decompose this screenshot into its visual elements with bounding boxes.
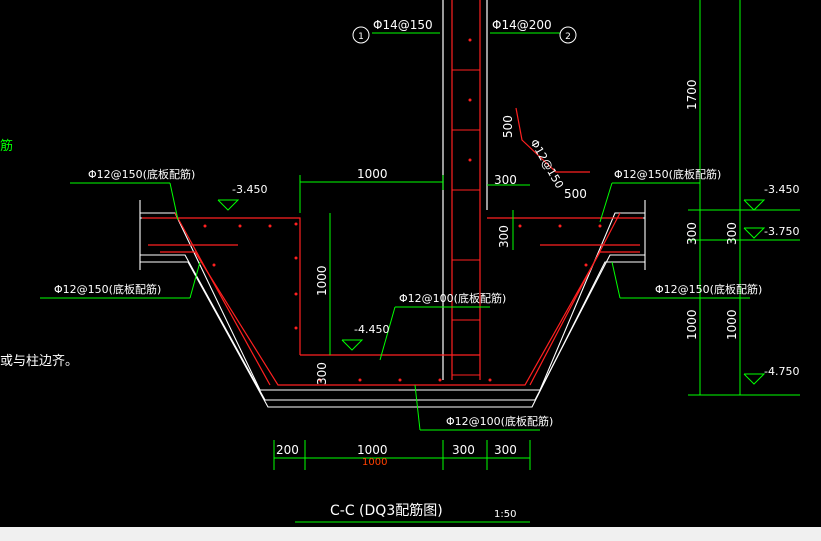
dim-200: 200 bbox=[276, 443, 299, 457]
bar-label-1: Φ14@150 bbox=[373, 18, 433, 32]
bar-label-bottom-right-top: Φ12@150(底板配筋) bbox=[614, 167, 721, 181]
dim-300-b1: 300 bbox=[452, 443, 475, 457]
rebar-dots bbox=[203, 38, 602, 382]
labels: 1 2 Φ14@150 Φ14@200 Φ12@150(底板配筋) Φ12@15… bbox=[0, 18, 799, 520]
dimension-lines bbox=[40, 0, 800, 523]
dim-1000-red: 1000 bbox=[362, 457, 387, 468]
dim-1000-vert: 1000 bbox=[315, 265, 329, 296]
dim-500-a: 500 bbox=[501, 115, 515, 138]
pit-outline bbox=[139, 200, 646, 408]
bar-label-2: Φ14@200 bbox=[492, 18, 552, 32]
dim-500-b: 500 bbox=[564, 187, 587, 201]
bar-label-low: Φ12@100(底板配筋) bbox=[446, 414, 553, 428]
dim-300-b2: 300 bbox=[494, 443, 517, 457]
bar-label-bottom-left-top: Φ12@150(底板配筋) bbox=[88, 167, 195, 181]
bar-label-bottom-right-lower: Φ12@150(底板配筋) bbox=[655, 282, 762, 296]
dim-right-1700: 1700 bbox=[685, 79, 699, 110]
bottom-strip bbox=[0, 527, 821, 541]
dim-right-300a: 300 bbox=[685, 222, 699, 245]
dim-300-low: 300 bbox=[315, 362, 329, 385]
side-text-2: 或与柱边齐。 bbox=[0, 353, 78, 369]
bar-label-mid: Φ12@100(底板配筋) bbox=[399, 291, 506, 305]
reference-markers bbox=[352, 26, 577, 44]
elevation-right-1: -3.450 bbox=[764, 183, 799, 196]
dim-right-1000a: 1000 bbox=[685, 309, 699, 340]
side-text-1: 筋 bbox=[0, 138, 13, 154]
dim-300-top: 300 bbox=[494, 173, 517, 187]
elevation-right-2: -3.750 bbox=[764, 225, 799, 238]
elevation-mid: -4.450 bbox=[354, 323, 389, 336]
dim-right-1000b: 1000 bbox=[725, 309, 739, 340]
dim-1000-top: 1000 bbox=[357, 167, 388, 181]
elevation-right-3: -4.750 bbox=[764, 365, 799, 378]
elevation-markers bbox=[217, 199, 766, 385]
dim-300-vert: 300 bbox=[497, 225, 511, 248]
drawing-title: C-C (DQ3配筋图) bbox=[330, 502, 443, 519]
dim-right-300b: 300 bbox=[725, 222, 739, 245]
drawing-canvas: 1 2 Φ14@150 Φ14@200 Φ12@150(底板配筋) Φ12@15… bbox=[0, 0, 821, 527]
marker-1: 1 bbox=[358, 32, 364, 42]
bar-label-bottom-left-lower: Φ12@150(底板配筋) bbox=[54, 282, 161, 296]
elevation-left: -3.450 bbox=[232, 183, 267, 196]
marker-2: 2 bbox=[565, 32, 571, 42]
background bbox=[0, 0, 821, 527]
dim-1000-bottom: 1000 bbox=[357, 443, 388, 457]
drawing-scale: 1:50 bbox=[494, 509, 516, 520]
